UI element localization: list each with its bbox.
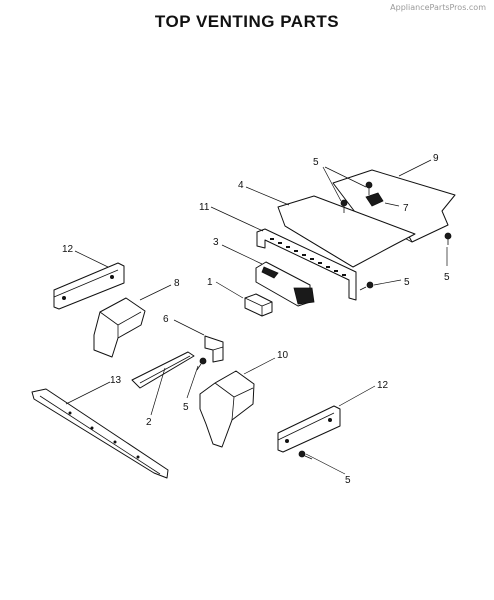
screw-icon[interactable] [444,232,452,245]
callout-3: 3 [213,237,219,248]
part-13-long-rail[interactable] [31,388,169,479]
callout-9: 10 [277,350,289,361]
part-7-clip[interactable] [365,192,384,207]
callout-2: 2 [146,417,152,428]
callout-5: 5 [404,277,410,288]
callout-5: 5 [345,475,351,486]
screw-icon[interactable] [340,199,348,213]
part-9-duct-bracket[interactable] [199,370,255,448]
page-title: TOP VENTING PARTS [154,12,340,31]
part-2-strip[interactable] [131,351,195,389]
leader-lines [65,159,448,475]
callout-5: 5 [313,157,319,168]
part-12-right-bracket[interactable] [277,405,341,453]
part-8-deflector[interactable] [93,297,146,358]
callout-12: 12 [377,380,389,391]
screw-icon[interactable] [359,281,374,291]
callout-1: 1 [207,277,213,288]
part-3-sensor[interactable] [255,261,315,307]
screw-icon[interactable] [298,450,313,460]
callout-7: 7 [403,203,409,214]
callout-4: 4 [238,180,244,191]
callout-11: 11 [199,202,210,213]
callout-6: 6 [163,314,169,325]
screw-icon[interactable] [196,357,207,371]
watermark-text: AppliancePartsPros.com [390,3,486,12]
part-4-vent-duct[interactable] [277,195,416,268]
callout-8: 8 [174,278,180,289]
callout-5: 5 [183,402,189,413]
callout-12: 12 [62,244,74,255]
part-6-small-bracket[interactable] [204,335,224,363]
part-11-perforated-bracket[interactable] [256,228,357,301]
callout-13: 13 [110,375,122,386]
screw-icon[interactable] [365,181,373,195]
part-1-block[interactable] [244,293,273,317]
part-12-left-bracket[interactable] [53,262,125,310]
callout-5: 5 [444,272,450,283]
callout-10: 9 [433,153,439,164]
